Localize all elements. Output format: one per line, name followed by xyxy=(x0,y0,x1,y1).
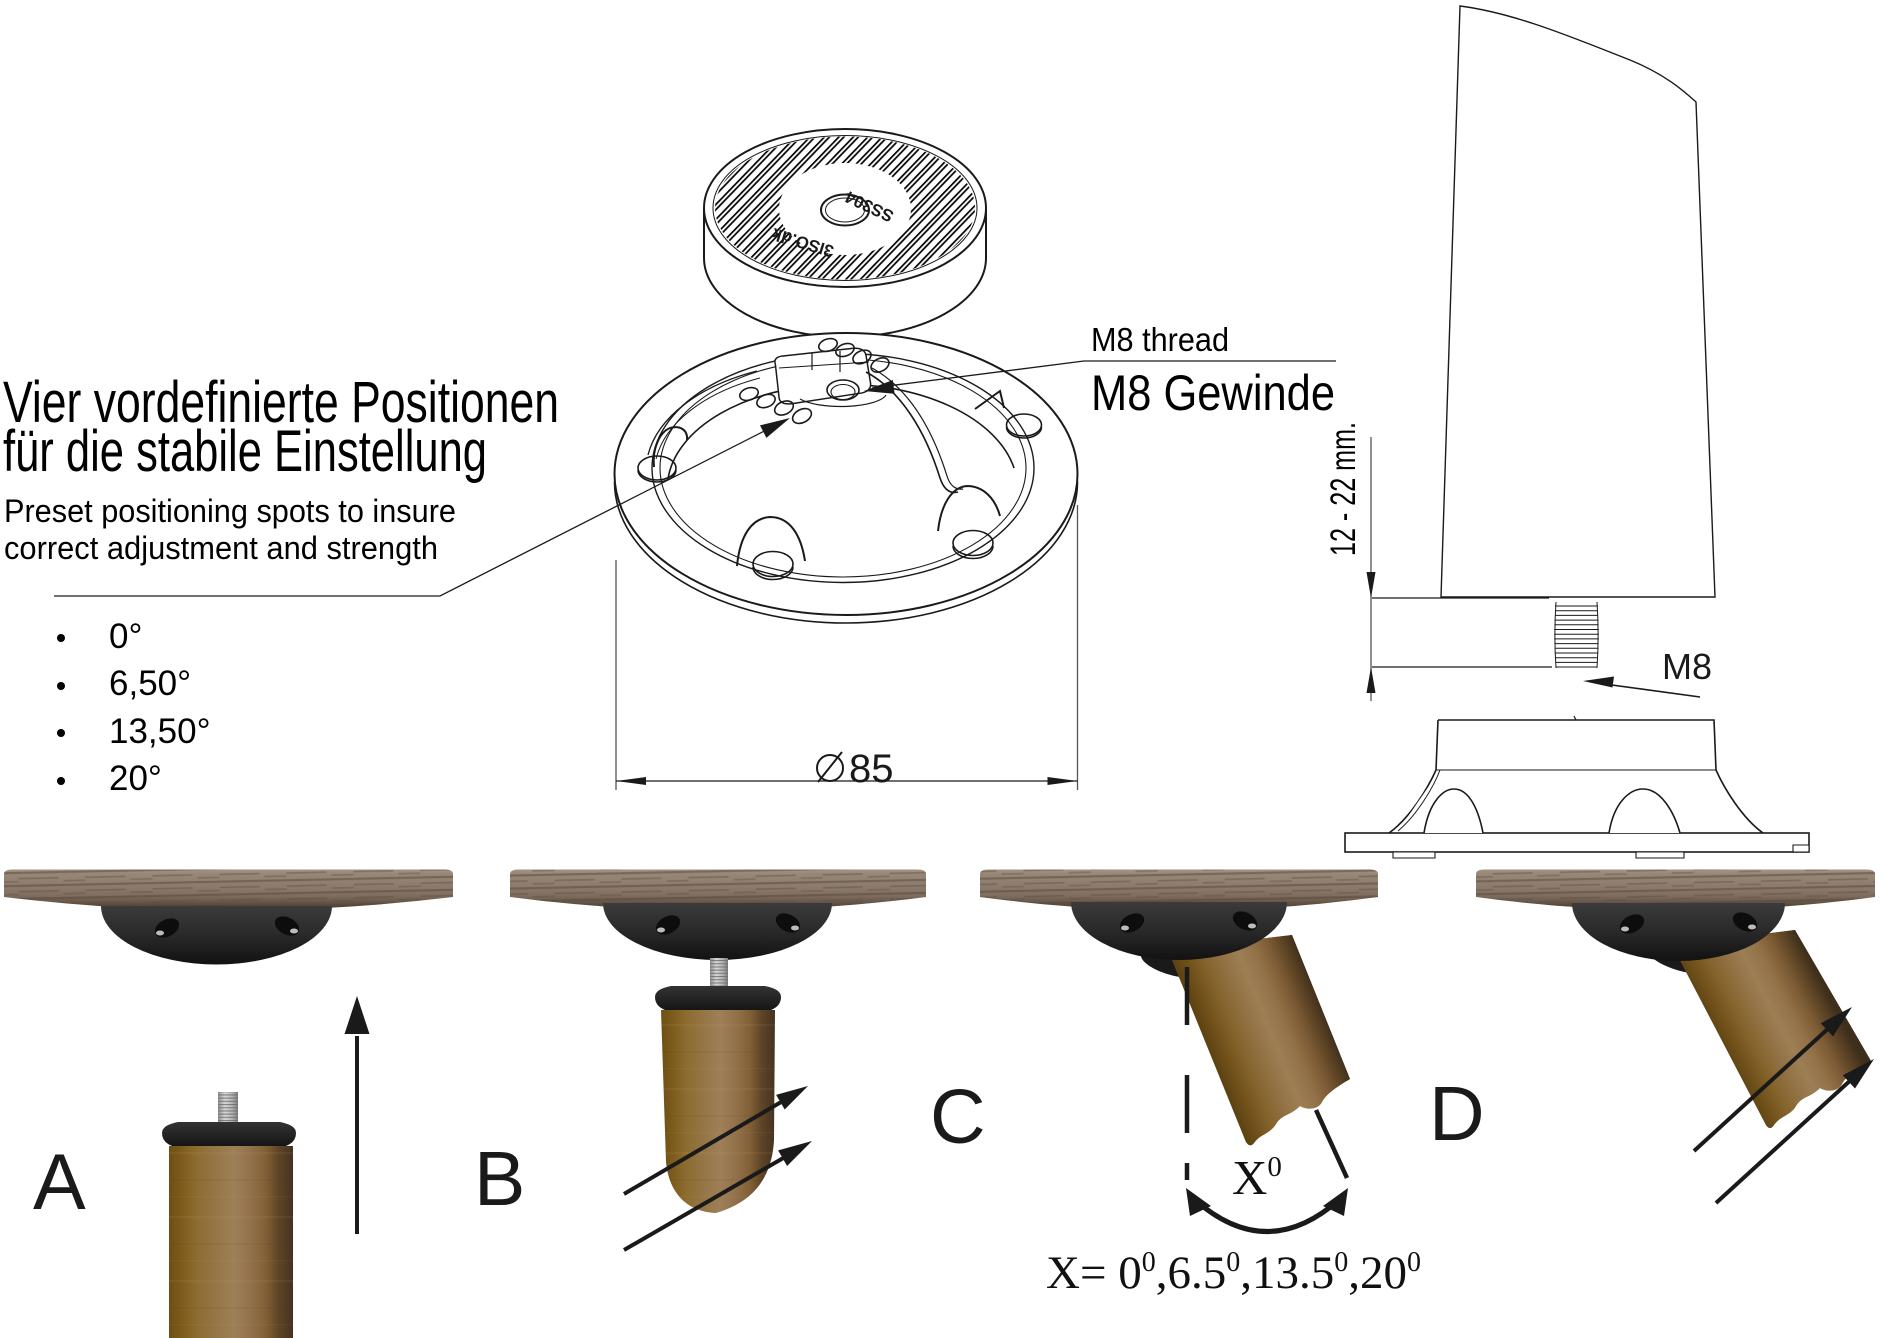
svg-text:correct adjustment and strengt: correct adjustment and strength xyxy=(4,530,438,566)
svg-text:M8 Gewinde: M8 Gewinde xyxy=(1091,365,1335,421)
svg-text:6,50°: 6,50° xyxy=(109,664,191,703)
svg-text:85: 85 xyxy=(849,747,894,791)
svg-text:0°: 0° xyxy=(109,617,142,656)
svg-text:12 - 22 mm.: 12 - 22 mm. xyxy=(1324,422,1363,556)
svg-text:13,50°: 13,50° xyxy=(109,712,211,751)
svg-text:B: B xyxy=(474,1136,525,1222)
svg-text:M8 thread: M8 thread xyxy=(1091,321,1229,358)
svg-text:M8: M8 xyxy=(1662,646,1712,687)
svg-text:Preset positioning spots to in: Preset positioning spots to insure xyxy=(4,493,456,529)
svg-text:A: A xyxy=(33,1137,86,1226)
svg-text:C: C xyxy=(930,1074,986,1160)
svg-text:D: D xyxy=(1429,1071,1485,1157)
svg-text:20°: 20° xyxy=(109,759,162,798)
svg-text:für die stabile Einstellung: für die stabile Einstellung xyxy=(3,419,487,484)
svg-text:Vier vordefinierte Positionen: Vier vordefinierte Positionen xyxy=(3,370,559,435)
